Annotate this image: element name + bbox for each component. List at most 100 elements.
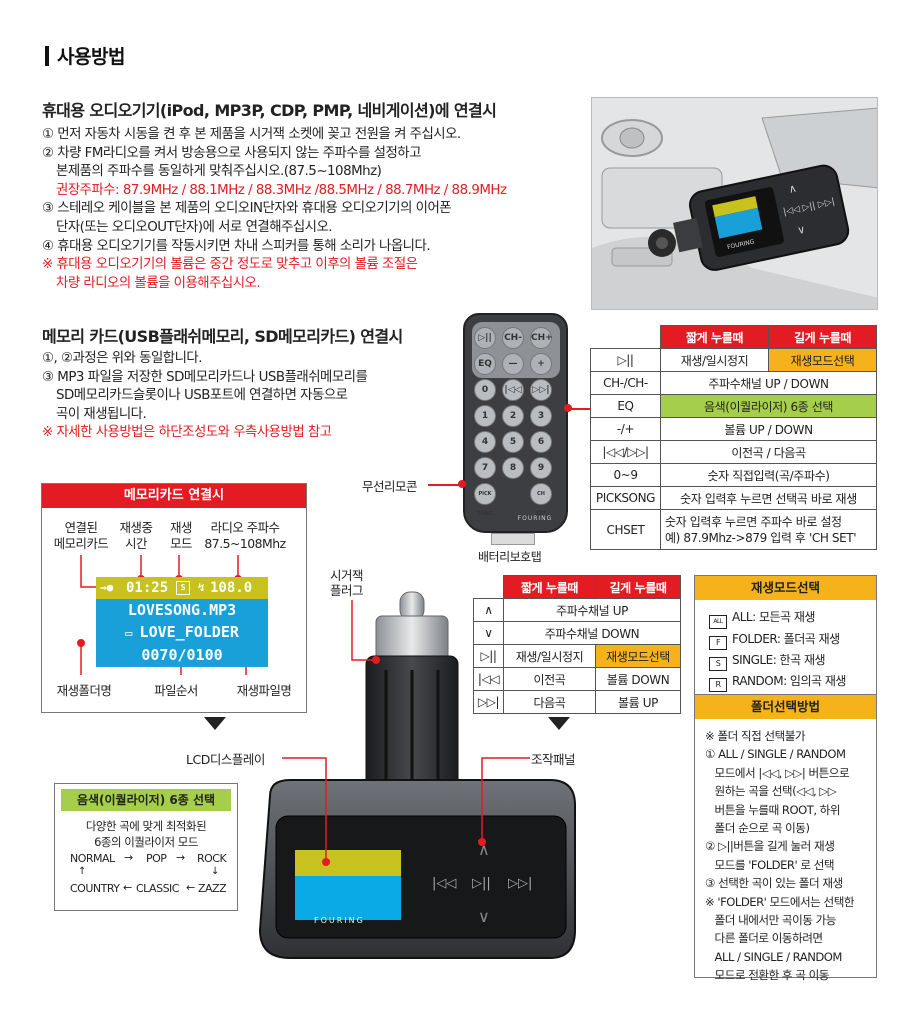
cell: 숫자 입력후 누르면 선택곡 바로 재생	[660, 486, 877, 510]
arrow-left-icon: ←	[186, 881, 195, 894]
label-file-order: 파일순서	[154, 683, 198, 698]
memory-line: SD메모리카드슬롯이나 USB포트에 연결하면 자동으로	[56, 388, 348, 404]
key-play: ▷||	[590, 348, 661, 372]
key-chset: CHSET	[590, 509, 661, 550]
audio-line: ② 차량 FM라디오를 켜서 방송용으로 사용되지 않는 주파수를 설정하고	[42, 145, 421, 161]
arrow-up-icon: ↑	[78, 866, 86, 877]
audio-line: 본제품의 주파수를 동일하게 맞춰주십시오.(87.5~108Mhz)	[56, 164, 382, 180]
cell: 주파수채널 DOWN	[503, 621, 681, 645]
svg-text:FOURING: FOURING	[314, 916, 365, 925]
chset-line-1: 숫자 입력후 누르면 주파수 바로 설정	[665, 514, 842, 529]
remote-button-num-8[interactable]: 8	[502, 457, 524, 479]
cell: 이전곡	[503, 667, 596, 691]
cell: 볼륨 UP	[595, 690, 681, 714]
car-dashboard-illustration: FOURING ∧ |◁◁ ▷|| ▷▷| ∨	[591, 97, 878, 310]
eq-mode-pop: POP	[146, 852, 167, 865]
remote-function-table: 짧게 누를때 길게 누를때 ▷|| 재생/일시정지 재생모드선택 CH-/CH-…	[590, 325, 877, 550]
cell: 주파수채널 UP / DOWN	[660, 371, 877, 395]
down-arrow-icon	[204, 717, 226, 730]
key-numbers: 0~9	[590, 463, 661, 487]
single-mode-icon: S	[176, 581, 190, 595]
cell: 재생/일시정지	[660, 348, 769, 372]
cigar-leader	[351, 600, 380, 664]
audio-line: ④ 휴대용 오디오기기를 작동시키면 차내 스피커를 통해 소리가 나옵니다.	[42, 238, 431, 254]
folder-step-line: 원하는 곡을 선택(◁◁, ▷▷	[705, 784, 837, 799]
battery-tab[interactable]	[491, 533, 535, 545]
lcd-leader	[282, 757, 330, 866]
remote-button-num-3[interactable]: 3	[530, 405, 552, 427]
remote-button-ch-set[interactable]: CH SET	[530, 483, 552, 517]
remote-table-leader	[568, 408, 590, 410]
eq-box: 음색(이퀄라이저) 6종 선택 다양한 곡에 맞게 최적화된 6종의 이퀄라이저…	[54, 783, 238, 911]
folder-step-line: ② ▷||버튼을 길게 눌러 재생	[705, 839, 835, 854]
col-long-press: 길게 누를때	[595, 575, 681, 599]
lcd-main: LOVESONG.MP3 ▭ LOVE_FOLDER 0070/0100	[96, 599, 268, 667]
label-file-name: 재생파일명	[236, 683, 292, 698]
remote-button-play-pause[interactable]: ▷||	[474, 327, 496, 349]
eq-mode-classic: CLASSIC	[136, 882, 179, 895]
key-next: ▷▷|	[473, 690, 504, 714]
control-panel-label: 조작패널	[531, 752, 576, 767]
section-title: 사용방법	[45, 42, 125, 69]
folder-step-line: ALL / SINGLE / RANDOM	[705, 949, 843, 964]
cell-highlight: 재생모드선택	[595, 644, 681, 668]
panel-leader	[478, 757, 530, 846]
label-play-mode: 재생 모드	[170, 520, 192, 551]
down-arrow-icon	[548, 717, 570, 730]
transmitter-device: FOURING ∧ |◁◁ ▷|| ▷▷| ∨	[258, 591, 576, 959]
label-radio-freq: 라디오 주파수 87.5~108Mhz	[204, 520, 286, 551]
remote-label: 무선리모콘	[362, 479, 418, 494]
memory-line: ③ MP3 파일을 저장한 SD메모리카드나 USB플래쉬메모리를	[42, 369, 368, 385]
remote-button-eq[interactable]: EQ	[474, 353, 496, 375]
remote-button-num-2[interactable]: 2	[502, 405, 524, 427]
remote-button-ch-plus[interactable]: CH+	[530, 327, 553, 349]
play-mode-text: ALL: 모든곡 재생	[732, 610, 815, 624]
panel-function-table: 짧게 누를때 길게 누를때 ∧ 주파수채널 UP ∨ 주파수채널 DOWN ▷|…	[473, 575, 681, 714]
dashboard-drawing: FOURING ∧ |◁◁ ▷|| ▷▷| ∨	[592, 98, 877, 309]
remote-button-vol-minus[interactable]: —	[502, 353, 524, 375]
remote-button-vol-plus[interactable]: +	[530, 353, 552, 375]
remote-button-ch-minus[interactable]: CH-	[502, 327, 524, 349]
remote-button-num-4[interactable]: 4	[474, 431, 496, 453]
audio-heading: 휴대용 오디오기기(iPod, MP3P, CDP, PMP, 네비게이션)에 …	[42, 101, 497, 120]
remote-button-num-0[interactable]: 0	[474, 379, 496, 401]
cell: 볼륨 DOWN	[595, 667, 681, 691]
recommended-frequencies: 권장주파수: 87.9MHz / 88.1MHz / 88.3MHz /88.5…	[56, 182, 507, 198]
arrow-right-icon: →	[176, 851, 185, 864]
audio-instructions: ① 먼저 자동차 시동을 켠 후 본 제품을 시거잭 소켓에 꽂고 전원을 켜 …	[42, 126, 507, 293]
folder-step-line: 버튼을 누를때 ROOT, 하위	[705, 802, 841, 817]
cigar-plug-label: 시거잭 플러그	[330, 568, 364, 598]
remote-button-num-6[interactable]: 6	[530, 431, 552, 453]
folder-select-title: 폴더선택방법	[695, 695, 876, 719]
remote-button-num-5[interactable]: 5	[502, 431, 524, 453]
folder-step-line: 모드로 전환한 후 곡 이동	[705, 968, 830, 983]
cell-highlight: 재생모드선택	[768, 348, 877, 372]
folder-step-line: ③ 선택한 곡이 있는 폴더 재생	[705, 876, 843, 891]
remote-button-pick-song[interactable]: PICK SONG	[474, 483, 496, 517]
remote-button-next[interactable]: ▷▷|	[530, 379, 552, 401]
svg-text:∨: ∨	[478, 907, 490, 926]
memcard-box: 메모리카드 연결시	[41, 483, 307, 713]
label-play-time: 재생중 시간	[119, 520, 153, 551]
label-memory-card: 연결된 메모리카드	[53, 520, 109, 551]
folder-step-line: 다른 폴더로 이동하려면	[705, 931, 824, 946]
audio-note: ※ 휴대용 오디오기기의 볼륨은 중간 정도로 맞추고 이후의 볼륨 조절은	[42, 257, 418, 273]
cell: 주파수채널 UP	[503, 598, 681, 622]
key-eq: EQ	[590, 394, 661, 418]
key-up: ∧	[473, 598, 504, 622]
svg-text:∨: ∨	[796, 223, 807, 237]
lcd-frequency: 108.0	[210, 580, 253, 596]
remote-button-num-7[interactable]: 7	[474, 457, 496, 479]
remote-button-num-1[interactable]: 1	[474, 405, 496, 427]
remote-button-prev[interactable]: |◁◁	[502, 379, 524, 401]
memory-heading: 메모리 카드(USB플래쉬메모리, SD메모리카드) 연결시	[42, 327, 403, 346]
key-volume: -/+	[590, 417, 661, 441]
cell: 볼륨 UP / DOWN	[660, 417, 877, 441]
remote-button-num-9[interactable]: 9	[530, 457, 552, 479]
eq-desc-1: 다양한 곡에 맞게 최적화된	[85, 819, 207, 833]
key-down: ∨	[473, 621, 504, 645]
